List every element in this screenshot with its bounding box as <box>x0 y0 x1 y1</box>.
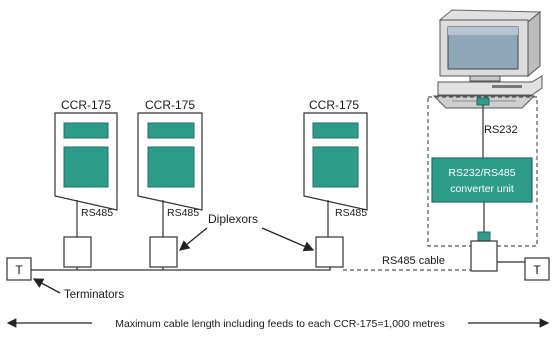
desktop-computer-icon <box>432 9 543 109</box>
ccr1-title: CCR-175 <box>61 98 111 112</box>
converter-unit <box>431 157 533 203</box>
diplexor-3 <box>315 236 344 268</box>
converter-label-line1: RS232/RS485 <box>448 167 515 179</box>
diplexors-label: Diplexors <box>208 212 258 226</box>
diplexor-arrow-right <box>261 227 315 252</box>
terminator-left <box>6 257 32 281</box>
ccr2-title: CCR-175 <box>145 98 195 112</box>
diplexor-arrow-left <box>178 227 208 251</box>
terminator-right <box>524 257 550 281</box>
rs485-cable-label: RS485 cable <box>382 255 445 267</box>
diplexor-1 <box>63 236 92 268</box>
terminator-right-mark: T <box>533 263 541 277</box>
rs232-port <box>476 97 490 106</box>
bus-cable <box>16 267 331 271</box>
ccr2-link-label: RS485 <box>167 207 199 219</box>
terminators-arrow <box>32 278 61 294</box>
ccr3-link-label: RS485 <box>335 207 367 219</box>
diplexor-2 <box>149 236 178 268</box>
ccr3-title: CCR-175 <box>309 98 359 112</box>
terminators-label: Terminators <box>64 289 124 301</box>
ccr3-unit <box>303 112 368 211</box>
converter-enclosure <box>427 96 538 247</box>
ccr2-unit <box>137 112 203 211</box>
diplexor-4 <box>470 240 498 272</box>
terminator-left-mark: T <box>15 263 23 277</box>
converter-label-line2: converter unit <box>450 183 514 195</box>
max-length-label: Maximum cable length including feeds to … <box>115 318 444 330</box>
converter-port <box>477 231 491 242</box>
ccr1-link-label: RS485 <box>81 207 113 219</box>
rs232-label: RS232 <box>484 124 518 136</box>
ccr1-unit <box>54 112 118 211</box>
